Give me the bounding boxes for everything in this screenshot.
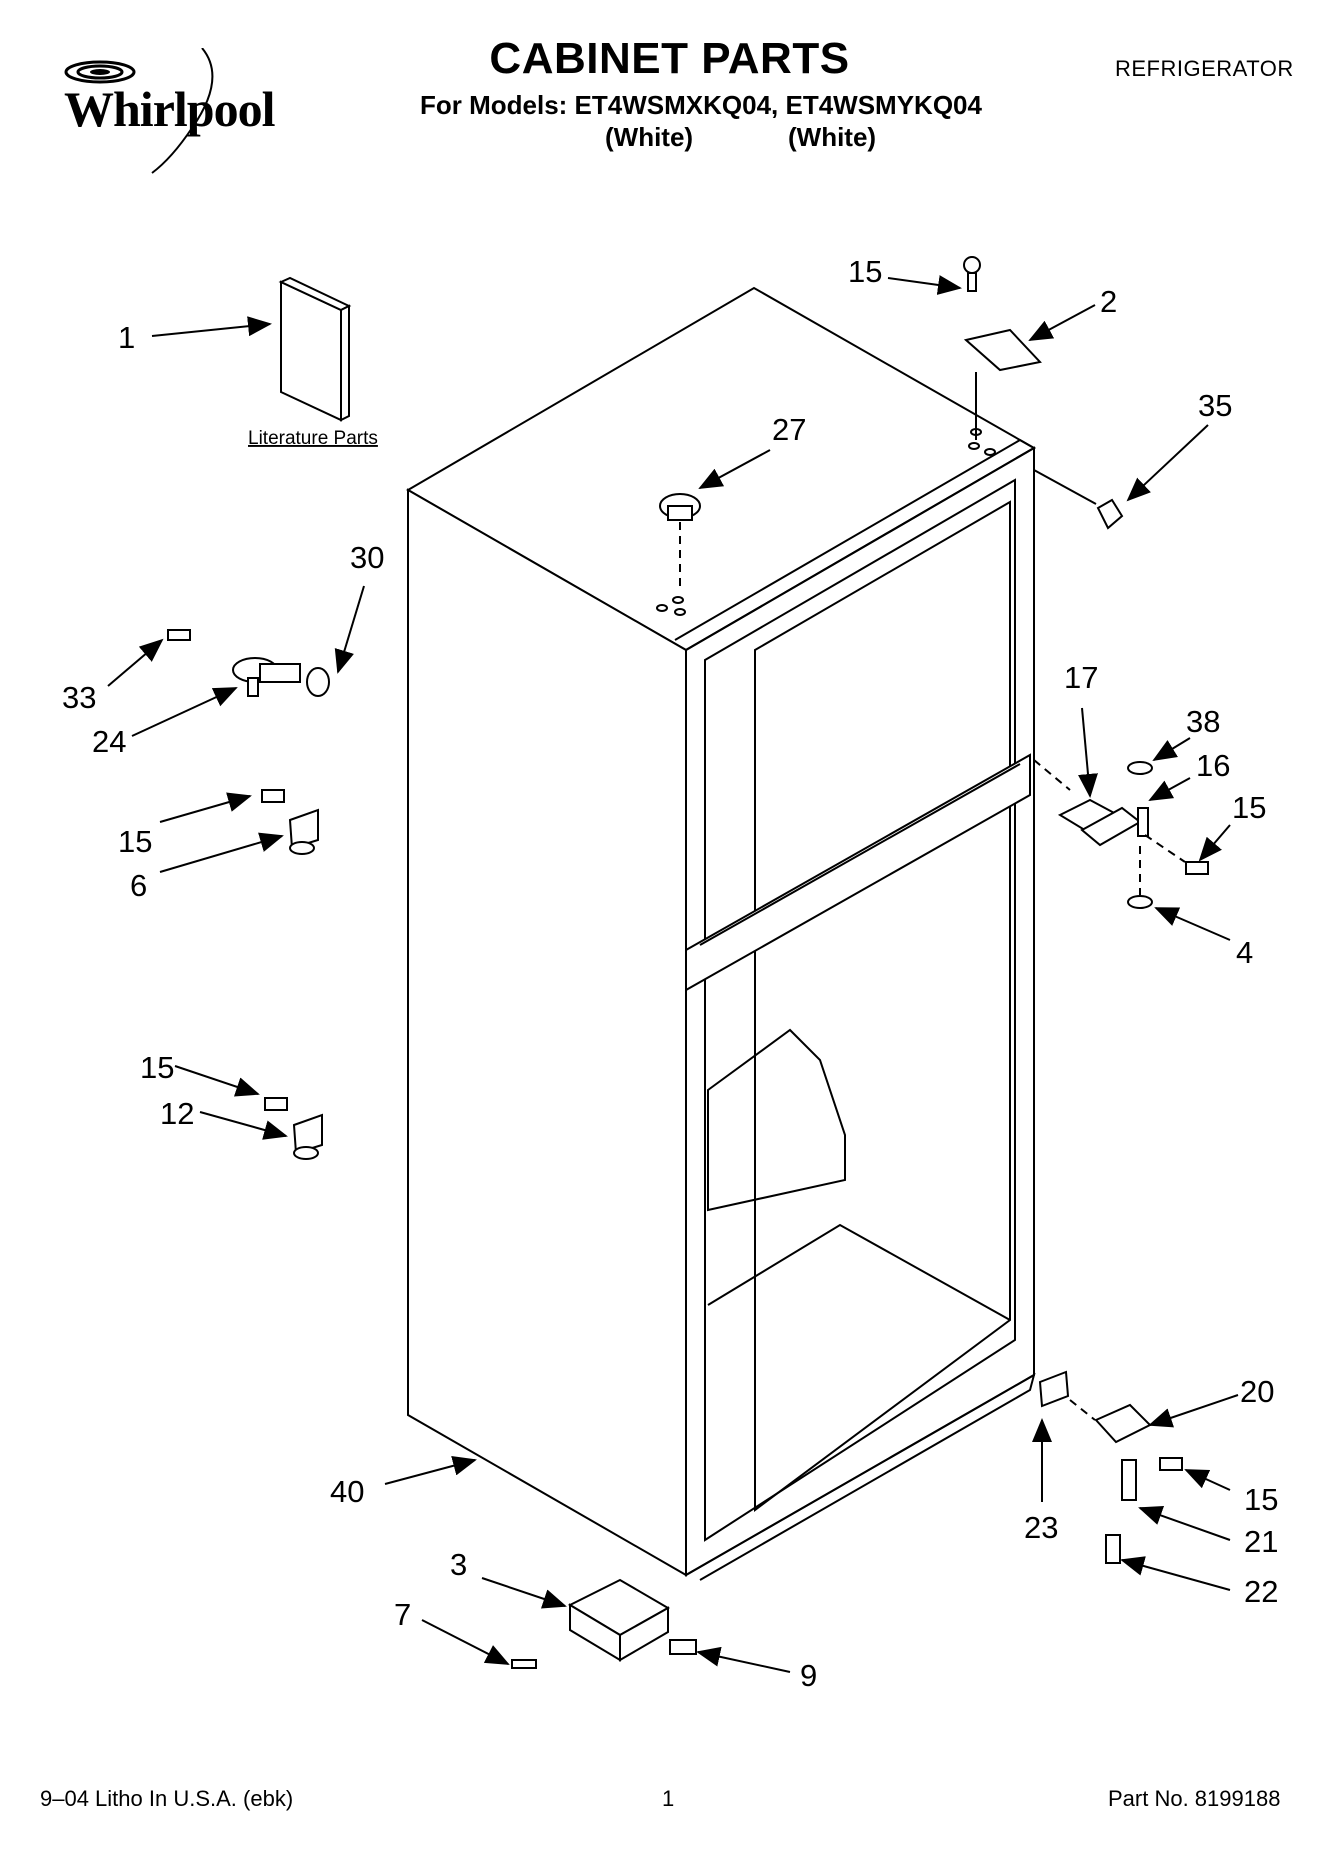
refrigerator-cabinet	[406, 286, 1037, 1581]
door-stop	[167, 629, 330, 697]
callout-1: 1	[118, 320, 135, 355]
callout-17: 17	[1064, 660, 1098, 695]
door-bracket-upper	[261, 789, 319, 855]
callout-35: 35	[1198, 388, 1232, 423]
model-color-2: (White)	[788, 122, 877, 152]
page-title: CABINET PARTS	[489, 34, 850, 83]
top-hinge	[963, 256, 1042, 440]
literature-parts-label: Literature Parts	[248, 428, 378, 449]
callout-6: 6	[130, 868, 147, 903]
callout-15-lower-left: 15	[140, 1050, 174, 1085]
bottom-hinge	[1038, 1370, 1183, 1564]
callout-23: 23	[1024, 1510, 1058, 1545]
footer-page-number: 1	[662, 1786, 675, 1811]
literature-booklet	[278, 276, 352, 422]
door-bracket-lower	[264, 1097, 323, 1160]
callout-4: 4	[1236, 935, 1253, 970]
callout-27: 27	[772, 412, 806, 447]
callout-numbers: 1 2 3 4 6 7 9 12 15 15 15 15 15 16 17 20…	[62, 254, 1278, 1693]
callout-9: 9	[800, 1658, 817, 1693]
callout-24: 24	[92, 724, 126, 759]
leader-arrows	[107, 275, 1239, 1673]
footer-print-info: 9–04 Litho In U.S.A. (ebk)	[40, 1786, 294, 1811]
callout-15-upper-left: 15	[118, 824, 152, 859]
callout-33: 33	[62, 680, 96, 715]
model-color-1: (White)	[605, 122, 694, 152]
callout-2: 2	[1100, 284, 1117, 319]
callout-7: 7	[394, 1597, 411, 1632]
footer-part-number: Part No. 8199188	[1108, 1786, 1281, 1811]
center-hinge	[1033, 759, 1209, 909]
category-label: REFRIGERATOR	[1115, 56, 1294, 81]
callout-30: 30	[350, 540, 384, 575]
callout-21: 21	[1244, 1524, 1278, 1559]
callout-15-top: 15	[848, 254, 882, 289]
callout-22: 22	[1244, 1574, 1278, 1609]
callout-20: 20	[1240, 1374, 1274, 1409]
models-line: For Models: ET4WSMXKQ04, ET4WSMYKQ04	[420, 90, 982, 120]
callout-15-center-hinge: 15	[1232, 790, 1266, 825]
callout-15-bottom-hinge: 15	[1244, 1482, 1278, 1517]
callout-40: 40	[330, 1474, 364, 1509]
brand-logo-text: Whirlpool	[64, 81, 275, 137]
callout-12: 12	[160, 1096, 194, 1131]
hole-plug	[659, 493, 701, 590]
hinge-cover	[1096, 498, 1124, 530]
callout-38: 38	[1186, 704, 1220, 739]
callout-16: 16	[1196, 748, 1230, 783]
whirlpool-logo	[64, 48, 214, 174]
roller-assembly	[511, 1578, 697, 1669]
callout-3: 3	[450, 1547, 467, 1582]
